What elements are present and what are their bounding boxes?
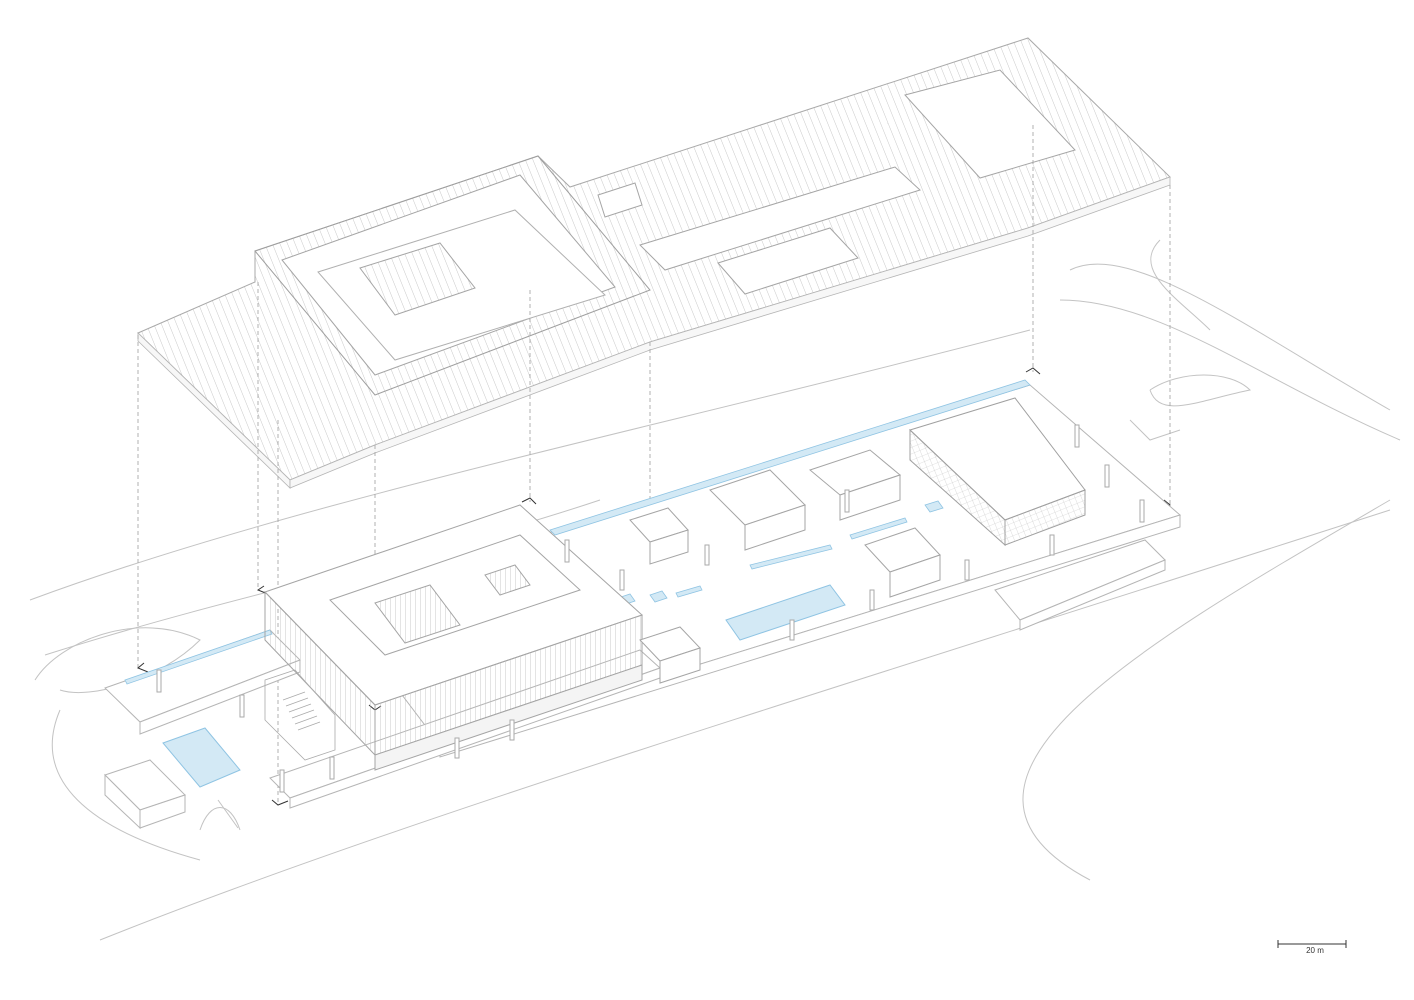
contour-line	[99, 509, 1391, 941]
water-channel-north	[549, 379, 1031, 536]
roof-opening	[717, 227, 859, 295]
roof-opening	[904, 69, 1076, 179]
contour-line	[217, 799, 239, 829]
roof-opening	[597, 182, 643, 218]
roof-skylight	[359, 242, 476, 316]
column	[329, 756, 335, 780]
pavilion-side	[889, 554, 941, 598]
west-stair	[264, 669, 336, 761]
main-building-lightwell	[484, 564, 531, 596]
water-channel-short	[675, 585, 703, 598]
contour-line	[1149, 374, 1252, 407]
scale-bar-label: 20 m	[1306, 946, 1324, 955]
main-pool	[725, 584, 846, 641]
column	[1139, 499, 1145, 523]
pavilion-side	[839, 474, 901, 521]
contour-line	[1150, 239, 1211, 331]
water-channel-mid	[749, 544, 833, 570]
pavilion-side	[744, 504, 806, 551]
terrain-contours	[29, 239, 1401, 941]
contour-line	[29, 329, 1031, 601]
glazed-hall-south-facade	[1004, 489, 1086, 546]
pavilions	[629, 449, 941, 684]
water-features	[124, 379, 1031, 788]
water-basin	[924, 500, 944, 513]
column	[454, 737, 460, 759]
east-ramp-edge	[1019, 559, 1166, 631]
corner-mark	[521, 497, 537, 505]
contour-line	[1069, 263, 1391, 411]
column	[869, 589, 875, 611]
stair-block	[264, 669, 336, 761]
west-pool	[162, 727, 241, 788]
corner-mark	[1025, 367, 1041, 375]
column	[156, 669, 162, 693]
garage-block-front	[139, 794, 186, 829]
scale-bar	[1277, 940, 1347, 948]
column	[789, 619, 795, 641]
pavilion-side	[659, 647, 701, 684]
column	[619, 569, 625, 591]
column	[1049, 534, 1055, 556]
column	[844, 489, 850, 513]
main-building-base	[374, 664, 643, 771]
columns	[156, 424, 1145, 793]
contour-line	[51, 709, 201, 861]
column	[279, 769, 285, 793]
roof-canopy	[137, 37, 1171, 489]
column	[704, 544, 710, 566]
column	[564, 539, 570, 563]
corner-mark	[271, 799, 289, 806]
column	[509, 719, 515, 741]
contour-line	[1129, 419, 1181, 441]
main-building-courtyard	[374, 584, 461, 644]
contour-line	[1059, 299, 1401, 441]
stair-treads	[282, 691, 321, 731]
contour-line	[1022, 499, 1391, 881]
corner-mark	[137, 662, 149, 673]
column	[1074, 424, 1080, 448]
contour-line	[199, 807, 241, 831]
water-basin	[649, 590, 668, 603]
column	[964, 559, 970, 581]
column	[239, 694, 245, 718]
main-building	[264, 504, 643, 771]
water-channel-mid	[849, 517, 908, 540]
pavilion-side	[649, 529, 689, 565]
glazed-hall	[909, 397, 1086, 547]
roof-raised-block	[254, 155, 651, 396]
column	[1104, 464, 1110, 488]
contour-line	[34, 627, 201, 694]
roof-opening	[639, 166, 921, 271]
